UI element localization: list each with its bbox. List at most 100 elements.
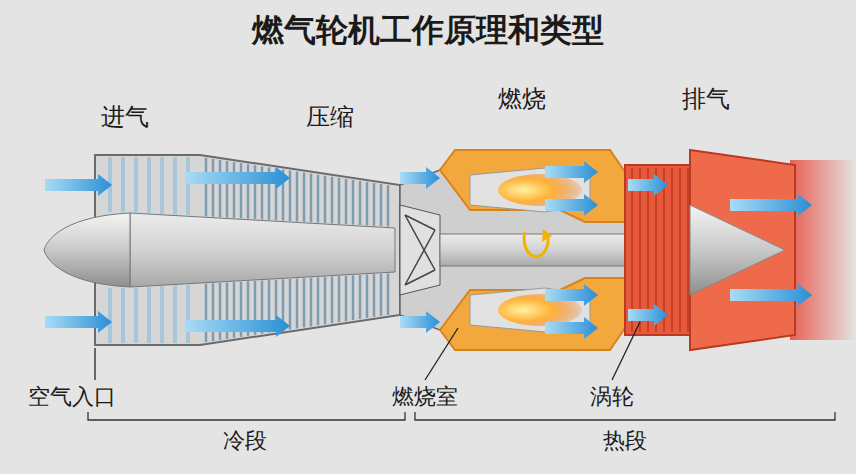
blade xyxy=(303,173,306,222)
turbine-blades xyxy=(632,168,688,332)
blade xyxy=(160,157,164,214)
turbine-blade xyxy=(647,168,649,332)
blade xyxy=(324,176,327,223)
airflow-arrow xyxy=(400,311,440,333)
blade xyxy=(186,285,190,343)
compressor-blades xyxy=(110,157,388,343)
blade xyxy=(338,178,341,224)
airflow-arrow xyxy=(400,167,440,189)
turbine-blade xyxy=(679,168,681,332)
blade xyxy=(219,160,222,217)
turbine-blade xyxy=(663,168,665,332)
compressor-casing xyxy=(95,155,400,345)
blade xyxy=(240,163,243,218)
compressor-drum xyxy=(130,213,395,287)
blade xyxy=(387,273,390,314)
blade xyxy=(296,172,299,222)
section-label: 压缩 xyxy=(306,104,354,132)
blade xyxy=(233,162,236,218)
airflow-arrow xyxy=(45,311,112,333)
diffuser-struts xyxy=(405,215,435,285)
blade xyxy=(331,277,334,324)
blade xyxy=(310,278,313,327)
blade xyxy=(226,161,229,217)
part-label: 空气入口 xyxy=(28,384,116,409)
blade xyxy=(296,279,299,329)
blade xyxy=(387,185,390,226)
section-bracket xyxy=(88,412,405,420)
airflow-arrow xyxy=(185,167,290,189)
blade xyxy=(324,277,327,324)
part-label: 燃烧室 xyxy=(392,384,458,409)
blade xyxy=(147,287,151,343)
blade xyxy=(147,157,151,213)
exhaust-nozzle xyxy=(690,150,795,350)
blade xyxy=(373,183,376,226)
exhaust-cone xyxy=(690,205,785,295)
blade xyxy=(366,182,369,225)
blade xyxy=(108,288,112,343)
turbine-blade xyxy=(671,168,673,332)
diagram-title: 燃气轮机工作原理和类型 xyxy=(252,12,604,49)
blade xyxy=(366,275,369,318)
airflow-arrow xyxy=(628,304,668,326)
combustor-bottom xyxy=(440,278,625,350)
blade xyxy=(352,275,355,320)
blade xyxy=(345,276,348,321)
blade xyxy=(359,275,362,319)
blade xyxy=(331,177,334,224)
leader-line xyxy=(425,328,458,380)
turbine-blade xyxy=(631,168,633,332)
blade xyxy=(121,288,125,343)
airflow-arrow xyxy=(45,174,112,196)
turbine xyxy=(625,165,690,335)
blade xyxy=(212,159,215,217)
turbine-blade xyxy=(687,168,689,332)
blade xyxy=(121,157,125,212)
blade xyxy=(373,274,376,317)
blade xyxy=(134,157,138,212)
airflow-arrow xyxy=(730,284,812,306)
nose-cone xyxy=(44,213,130,287)
blade xyxy=(173,285,177,343)
bracket-label: 热段 xyxy=(603,428,647,453)
section-label: 燃烧 xyxy=(498,86,546,114)
shaft xyxy=(440,234,630,266)
blade xyxy=(317,277,320,325)
turbine-blade xyxy=(639,168,641,332)
rotation-arrow-head xyxy=(542,229,552,242)
blade xyxy=(303,278,306,327)
blade xyxy=(310,174,313,223)
airflow-arrows xyxy=(45,161,812,339)
leader-line xyxy=(612,322,640,380)
blade xyxy=(289,279,292,330)
airflow-arrow xyxy=(730,194,812,216)
airflow-arrow xyxy=(628,174,668,196)
airflow-arrow xyxy=(545,161,598,183)
bracket-label: 冷段 xyxy=(223,428,267,453)
airflow-arrow xyxy=(545,194,598,216)
blade xyxy=(352,180,355,225)
airflow-arrow xyxy=(545,284,598,306)
blade xyxy=(205,158,208,216)
blade xyxy=(317,175,320,223)
blade xyxy=(160,286,164,343)
section-label: 排气 xyxy=(682,86,730,114)
diffuser xyxy=(400,205,440,295)
part-label: 涡轮 xyxy=(590,384,634,409)
blade xyxy=(186,157,190,215)
section-bracket xyxy=(415,412,835,420)
airflow-arrow xyxy=(185,315,290,337)
blade xyxy=(345,179,348,224)
blade xyxy=(338,276,341,322)
leader-line xyxy=(94,348,95,380)
blade xyxy=(212,283,215,341)
blade xyxy=(380,274,383,316)
blade xyxy=(134,288,138,343)
blade xyxy=(380,184,383,226)
blade xyxy=(173,157,177,215)
exhaust-plume xyxy=(790,160,856,340)
section-label: 进气 xyxy=(101,104,149,132)
combustor-top xyxy=(440,150,625,222)
